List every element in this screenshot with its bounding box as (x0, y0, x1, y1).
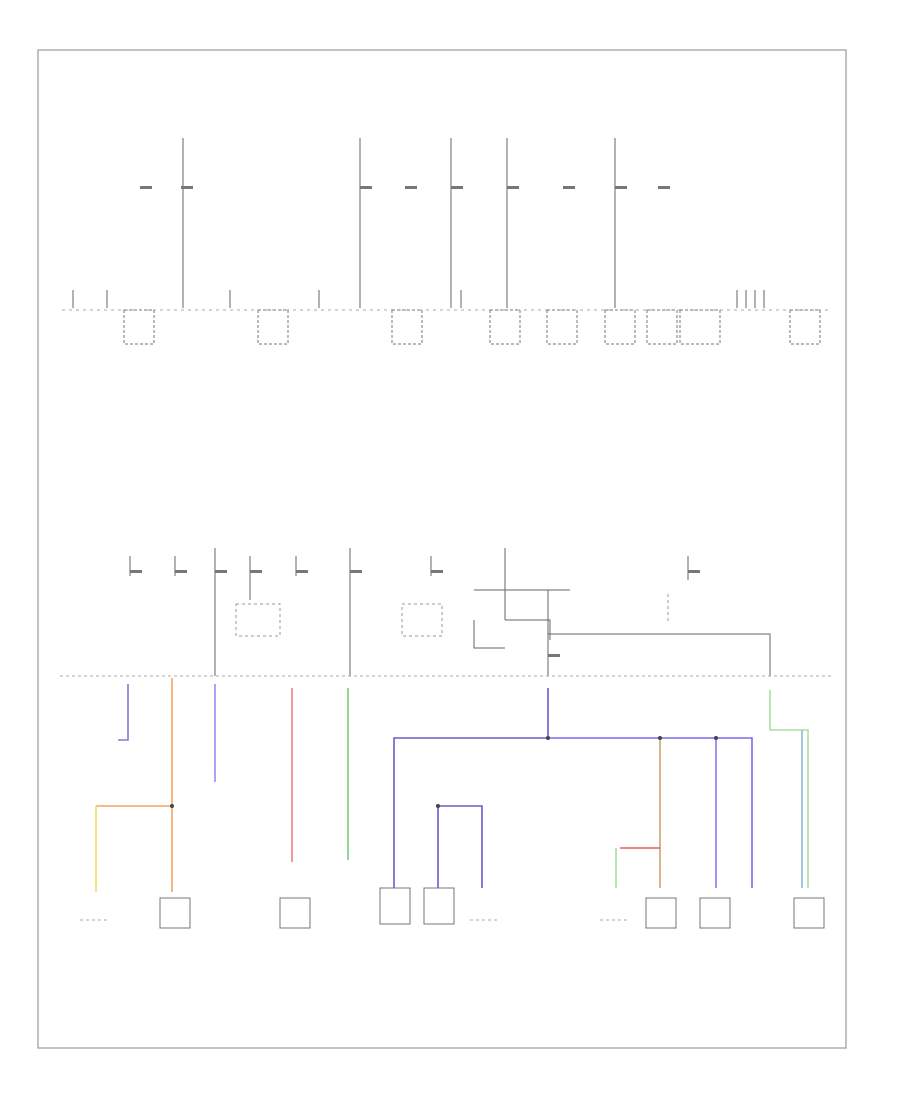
load-connector (679, 309, 721, 345)
fuse (181, 186, 193, 189)
fuse (507, 186, 519, 189)
load-connector (604, 309, 636, 345)
wire-light-green-right (769, 690, 809, 888)
load-connector (391, 309, 423, 345)
junctions (170, 736, 718, 808)
fuse (688, 570, 700, 573)
bottom-fuse-markers (130, 570, 700, 657)
wire-violet (118, 684, 129, 741)
top-load-connectors (123, 309, 821, 345)
load-box (699, 897, 731, 929)
splice (436, 804, 440, 808)
top-section (62, 138, 830, 311)
splice (658, 736, 662, 740)
load-connector (489, 309, 521, 345)
load-box (423, 887, 455, 925)
load-connector (123, 309, 155, 345)
load-box (379, 887, 411, 925)
colored-wires (95, 678, 809, 892)
load-box (279, 897, 311, 929)
load-box (159, 897, 191, 929)
load-connector (646, 309, 678, 345)
load-connector (789, 309, 821, 345)
fuse (563, 186, 575, 189)
bottom-power-section (60, 548, 832, 677)
diagram-frame (37, 49, 847, 1049)
load-box (793, 897, 825, 929)
wire-blue-right (548, 737, 753, 888)
fuse (130, 570, 142, 573)
fuse (548, 654, 560, 657)
top-fuse-markers (140, 186, 670, 189)
wire-blue-branch (437, 805, 483, 888)
fuse (360, 186, 372, 189)
load-box (645, 897, 677, 929)
wire-blue-bus (393, 688, 549, 888)
splice (714, 736, 718, 740)
fuse (405, 186, 417, 189)
fuse (431, 570, 443, 573)
fuse (658, 186, 670, 189)
splice (170, 804, 174, 808)
load-connector (546, 309, 578, 345)
fuse (296, 570, 308, 573)
fuse (215, 570, 227, 573)
splice (546, 736, 550, 740)
fuse (140, 186, 152, 189)
fuse (175, 570, 187, 573)
fuse (350, 570, 362, 573)
fuse (615, 186, 627, 189)
load-connector (257, 309, 289, 345)
fuse (451, 186, 463, 189)
fuse (250, 570, 262, 573)
bottom-load-boxes (80, 887, 825, 929)
